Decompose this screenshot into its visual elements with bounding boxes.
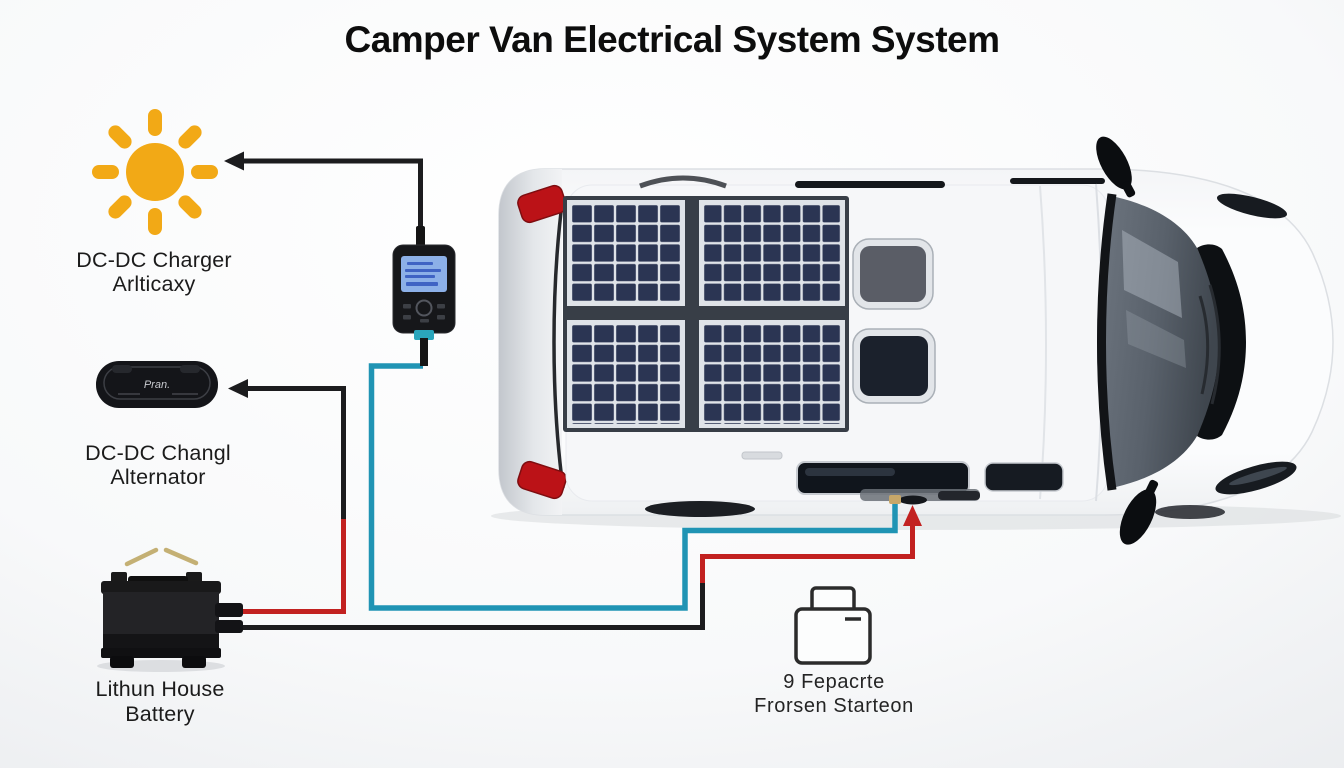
power-station-label-line1: 9 Fepacrte bbox=[783, 671, 885, 693]
roof-hatch-dark bbox=[852, 328, 936, 404]
charger-teal-port bbox=[414, 330, 434, 340]
battery-foot bbox=[110, 656, 134, 668]
rear-wheel bbox=[645, 501, 755, 517]
screen-text-line bbox=[406, 282, 438, 286]
arrowhead-to-alternator bbox=[228, 379, 248, 398]
wire-red-to-van bbox=[700, 524, 915, 583]
power-station-main-box bbox=[794, 607, 872, 665]
solar-panel-array bbox=[563, 196, 849, 432]
battery-foot bbox=[182, 656, 206, 668]
glass-reflection bbox=[1126, 310, 1186, 368]
rocker-panel-detail bbox=[938, 491, 980, 500]
battery-chevron bbox=[163, 547, 199, 566]
charger-button bbox=[403, 304, 411, 309]
side-mirror-top bbox=[1096, 136, 1136, 198]
roof-rail bbox=[1010, 178, 1105, 184]
charger-button bbox=[403, 315, 411, 320]
van-rear-bumper bbox=[499, 169, 562, 515]
battery-body-shade bbox=[103, 634, 219, 650]
wire-battery-positive bbox=[240, 519, 346, 614]
side-window-reflection bbox=[805, 468, 895, 476]
wiper bbox=[1208, 284, 1221, 405]
dcdc-charger-device bbox=[392, 226, 456, 366]
solar-panel-cells bbox=[703, 324, 841, 424]
charger-top-stub bbox=[416, 226, 425, 248]
battery-label-line2: Battery bbox=[125, 702, 195, 726]
battery-label-line1: Lithun House bbox=[95, 677, 224, 701]
solar-panel-cells bbox=[571, 324, 681, 424]
van-top-view bbox=[491, 136, 1341, 545]
solar-panel-cells bbox=[571, 204, 681, 302]
front-wheel bbox=[1155, 505, 1225, 519]
solar-label-line1: DC-DC Charger bbox=[76, 248, 232, 272]
glass-reflection bbox=[1122, 230, 1182, 318]
headlight-left bbox=[1217, 193, 1287, 219]
arrowhead-to-sun bbox=[224, 151, 244, 171]
solar-panel-cells bbox=[703, 204, 841, 302]
charger-button bbox=[437, 315, 445, 320]
battery-chevron bbox=[124, 547, 159, 567]
alternator-tab bbox=[180, 365, 200, 373]
battery-base bbox=[101, 648, 221, 658]
wire-battery-negative bbox=[240, 581, 705, 630]
battery-icon bbox=[97, 547, 243, 672]
van-rear-window-line bbox=[552, 195, 565, 489]
wire-charger-to-sun bbox=[240, 158, 423, 232]
alternator-label-line1: DC-DC Changl bbox=[85, 441, 231, 465]
sun-icon bbox=[92, 109, 218, 235]
side-window-small bbox=[984, 462, 1064, 492]
alternator-label-line2: Alternator bbox=[110, 465, 205, 489]
charger-button bbox=[420, 319, 429, 323]
roof-seam bbox=[1039, 185, 1047, 500]
page-title: Camper Van Electrical System System bbox=[344, 19, 999, 60]
wire-charger-to-van bbox=[368, 363, 898, 611]
power-station-icon bbox=[794, 586, 872, 665]
charger-screen bbox=[401, 256, 447, 292]
wiring bbox=[224, 151, 922, 630]
wiper bbox=[1198, 295, 1210, 395]
roof-rail bbox=[795, 181, 945, 188]
alternator-device-text: Pran. bbox=[144, 379, 170, 391]
screen-text-line bbox=[407, 262, 433, 265]
taillight-right bbox=[517, 460, 567, 500]
battery-connector-positive bbox=[215, 603, 243, 617]
power-station-label-line2: Frorsen Starteon bbox=[754, 695, 914, 717]
charger-button bbox=[437, 304, 445, 309]
headlight-detail bbox=[1229, 466, 1287, 486]
battery-lid bbox=[101, 581, 221, 594]
door-handle bbox=[741, 451, 783, 460]
alternator-tab bbox=[112, 365, 132, 373]
charger-dial-button bbox=[415, 299, 433, 317]
solar-label-line2: Arlticaxy bbox=[112, 272, 195, 296]
alternator-face bbox=[103, 366, 211, 400]
roof-hatch-gray bbox=[852, 238, 934, 310]
windshield bbox=[1097, 193, 1246, 491]
screen-text-line bbox=[405, 269, 441, 272]
underbody-connector bbox=[899, 495, 927, 505]
battery-connector-negative bbox=[215, 620, 243, 633]
screen-text-line bbox=[405, 275, 435, 278]
charger-bottom-stub bbox=[420, 338, 428, 366]
cowl bbox=[1197, 244, 1246, 440]
arrowhead-to-van bbox=[903, 505, 922, 526]
far-wheel-arc bbox=[639, 175, 727, 189]
side-mirror-bottom bbox=[1119, 479, 1159, 545]
alternator-device: Pran. bbox=[96, 361, 218, 408]
a-pillar bbox=[1097, 193, 1117, 491]
wire-connector-tan bbox=[889, 495, 901, 504]
